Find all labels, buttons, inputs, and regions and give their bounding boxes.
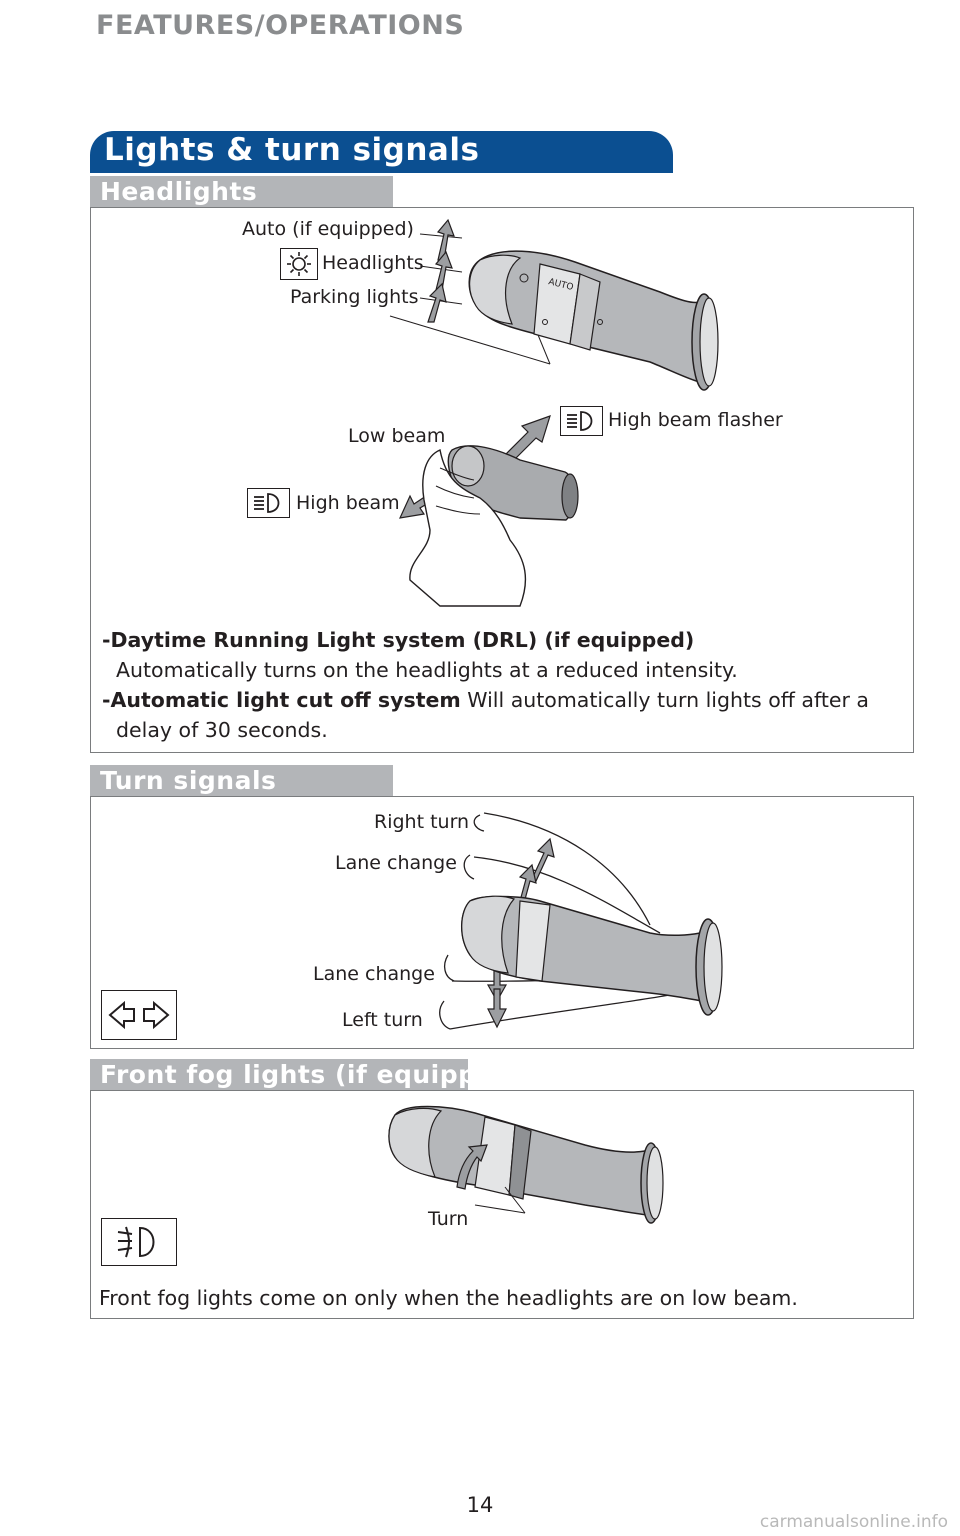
label-high-beam-flasher: High beam flasher [608, 409, 783, 431]
label-auto: Auto (if equipped) [242, 218, 414, 240]
headlight-icon-box [280, 248, 318, 280]
section-header: FEATURES/OPERATIONS [96, 10, 465, 41]
label-left-turn: Left turn [342, 1009, 423, 1031]
fog-icon-box [101, 1218, 177, 1266]
high-beam-icon-box [247, 488, 290, 518]
label-low-beam: Low beam [348, 425, 446, 447]
title-bar [90, 131, 673, 173]
turn-signal-icon-box [101, 990, 177, 1040]
headlight-sun-icon [287, 252, 311, 276]
turn-signal-stalk-illustration [439, 812, 723, 1030]
headlights-tab: Headlights [90, 176, 393, 208]
high-beam-icon [254, 493, 280, 513]
headlight-stalk-illustration: AUTO [389, 218, 719, 391]
label-parking-lights: Parking lights [290, 286, 419, 308]
turn-signals-tab: Turn signals [90, 765, 393, 797]
page-number: 14 [466, 1493, 494, 1517]
fog-tab: Front fog lights (if equipped) [90, 1059, 524, 1091]
label-right-turn: Right turn [374, 811, 470, 833]
drl-title: -Daytime Running Light system (DRL) (if … [102, 628, 695, 652]
drl-text: Automatically turns on the headlights at… [116, 658, 738, 682]
watermark: carmanualsonline.info [759, 1512, 948, 1532]
cutoff-title: -Automatic light cut off system [102, 688, 461, 712]
high-beam-hand-illustration [398, 415, 579, 607]
front-fog-icon [117, 1226, 155, 1258]
cutoff-text-2: delay of 30 seconds. [116, 718, 328, 742]
high-beam-flasher-icon-box [560, 406, 603, 436]
label-lane-change-down: Lane change [313, 963, 435, 985]
fog-description: Front fog lights come on only when the h… [99, 1286, 798, 1310]
turn-signal-arrows-icon [108, 1000, 170, 1030]
drl-paragraph: -Daytime Running Light system (DRL) (if … [102, 625, 902, 745]
label-headlights: Headlights [322, 252, 424, 274]
fog-stalk-illustration [388, 1105, 664, 1224]
cutoff-text-1: Will automatically turn lights off after… [460, 688, 869, 712]
high-beam-flasher-icon [567, 411, 593, 431]
label-lane-change-up: Lane change [335, 852, 457, 874]
page-title: Lights & turn signals [104, 132, 480, 168]
label-turn: Turn [428, 1208, 469, 1230]
label-high-beam: High beam [296, 492, 400, 514]
